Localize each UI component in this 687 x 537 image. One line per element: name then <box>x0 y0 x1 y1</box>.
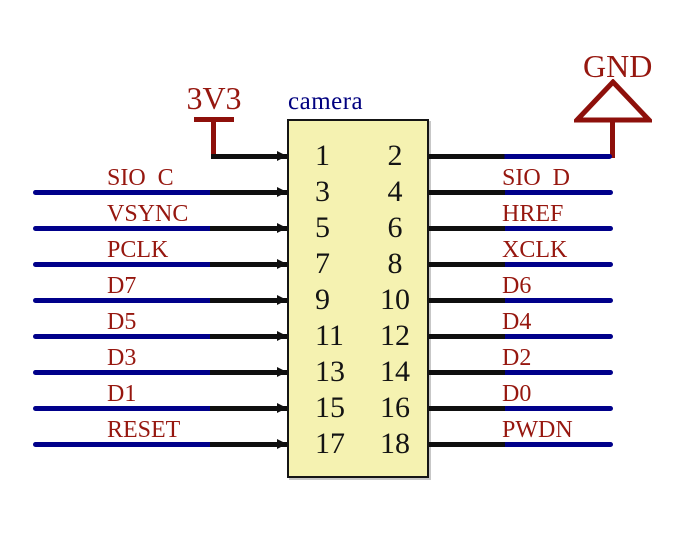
signal-label-left: RESET <box>107 417 181 443</box>
pin-number-right: 8 <box>387 247 403 280</box>
vcc-power-bar-icon <box>194 117 234 122</box>
signal-label-left: D5 <box>107 309 137 335</box>
pin-number-left: 17 <box>315 427 345 460</box>
pin-number-left: 13 <box>315 355 345 388</box>
pin-number-right: 4 <box>387 175 403 208</box>
connector-title: camera <box>288 88 364 115</box>
signal-label-right: D6 <box>502 273 532 299</box>
gnd-label: GND <box>583 48 653 84</box>
pin-number-right: 12 <box>380 319 410 352</box>
signal-label-left: VSYNC <box>107 201 189 227</box>
signal-label-left: D7 <box>107 273 137 299</box>
pin-number-right: 16 <box>380 391 410 424</box>
signal-wire-left <box>33 334 287 339</box>
signal-label-right: HREF <box>502 201 564 227</box>
pin-number-left: 15 <box>315 391 345 424</box>
gnd-stem <box>610 118 615 158</box>
pin-row-3-4: SIO C 3 4 SIO D <box>0 162 687 222</box>
signal-wire-right <box>429 370 613 375</box>
signal-wire-left <box>33 442 287 447</box>
pin-row-9-10: D7 9 10 D6 <box>0 270 687 330</box>
signal-wire-left <box>33 190 287 195</box>
pin-row-7-8: PCLK 7 8 XCLK <box>0 234 687 294</box>
signal-wire-left <box>33 226 287 231</box>
signal-label-left: D1 <box>107 381 137 407</box>
signal-label-right: XCLK <box>502 237 568 263</box>
pin-number-right: 6 <box>387 211 403 244</box>
wire-arrow-icon <box>277 439 287 449</box>
signal-wire-left <box>33 262 287 267</box>
pin-number-left: 5 <box>315 211 330 244</box>
signal-wire-left <box>33 370 287 375</box>
signal-label-right: D2 <box>502 345 532 371</box>
vcc-wire <box>211 154 287 159</box>
signal-label-right: D4 <box>502 309 532 335</box>
pin-number-left: 3 <box>315 175 330 208</box>
wire-arrow-icon <box>277 331 287 341</box>
pin-number-left: 7 <box>315 247 330 280</box>
pin-number-left: 9 <box>315 283 330 316</box>
gnd-wire <box>429 154 612 159</box>
signal-label-right: D0 <box>502 381 532 407</box>
signal-label-left: D3 <box>107 345 137 371</box>
pin-row-5-6: VSYNC 5 6 HREF <box>0 198 687 258</box>
signal-label-left: SIO C <box>107 165 174 191</box>
wire-arrow-icon <box>277 295 287 305</box>
signal-label-right: PWDN <box>502 417 573 443</box>
vcc-3v3-label: 3V3 <box>186 80 242 116</box>
pin-row-13-14: D3 13 14 D2 <box>0 342 687 402</box>
pin-row-11-12: D5 11 12 D4 <box>0 306 687 366</box>
signal-wire-left <box>33 298 287 303</box>
wire-arrow-icon <box>277 223 287 233</box>
signal-label-right: SIO D <box>502 165 571 191</box>
signal-wire-right <box>429 190 613 195</box>
pin-number-right: 2 <box>387 139 403 172</box>
signal-wire-left <box>33 406 287 411</box>
wire-arrow-icon <box>277 367 287 377</box>
camera-connector-box <box>287 119 429 478</box>
signal-wire-right <box>429 298 613 303</box>
signal-wire-right <box>429 406 613 411</box>
wire-arrow-icon <box>277 187 287 197</box>
signal-wire-right <box>429 262 613 267</box>
wire-arrow-icon <box>277 403 287 413</box>
wire-arrow-icon <box>277 151 287 161</box>
pin-number-right: 14 <box>380 355 410 388</box>
pin-number-right: 18 <box>380 427 410 460</box>
signal-wire-right <box>429 442 613 447</box>
signal-wire-right <box>429 226 613 231</box>
pin-row-1-2: 1 2 <box>0 126 687 186</box>
ground-triangle-icon <box>574 79 652 123</box>
pin-row-17-18: RESET 17 18 PWDN <box>0 414 687 474</box>
vcc-power-stem <box>211 120 216 158</box>
pin-number-left: 11 <box>315 319 344 352</box>
wire-arrow-icon <box>277 259 287 269</box>
pin-number-right: 10 <box>380 283 410 316</box>
pin-number-left: 1 <box>315 139 330 172</box>
signal-wire-right <box>429 334 613 339</box>
pin-row-15-16: D1 15 16 D0 <box>0 378 687 438</box>
signal-label-left: PCLK <box>107 237 169 263</box>
